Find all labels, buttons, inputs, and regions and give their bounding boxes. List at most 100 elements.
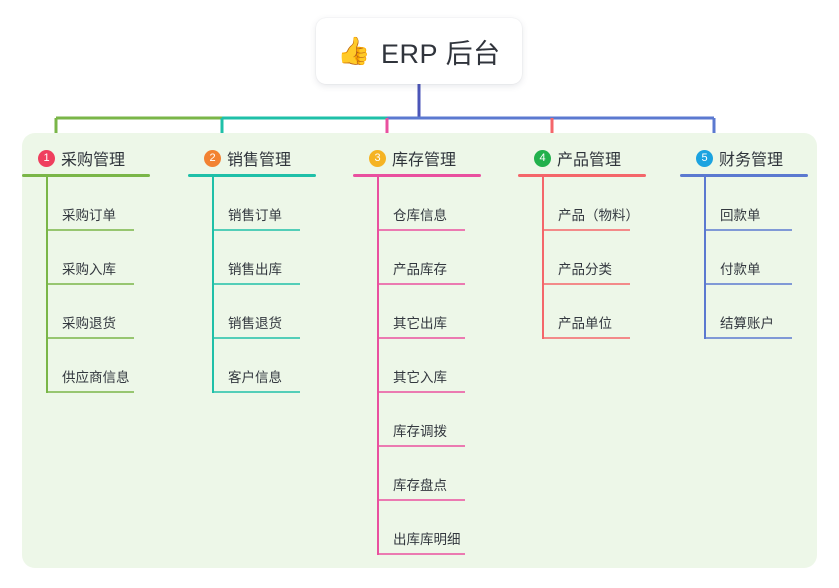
leaf-node[interactable]: 产品分类: [542, 231, 668, 285]
branch-children: 销售订单销售出库销售退货客户信息: [188, 177, 338, 393]
branch-column-4: 4 产品管理产品（物料） 产品分类产品单位: [518, 146, 668, 339]
leaf-underline: [212, 229, 300, 231]
branch-underline: [22, 174, 150, 177]
branch-spine: [46, 177, 48, 393]
leaf-node[interactable]: 仓库信息: [377, 177, 503, 231]
leaf-node[interactable]: 产品库存: [377, 231, 503, 285]
leaf-underline: [212, 391, 300, 393]
leaf-node[interactable]: 客户信息: [212, 339, 338, 393]
leaf-node[interactable]: 产品（物料）: [542, 177, 668, 231]
leaf-underline: [212, 337, 300, 339]
branch-column-1: 1 采购管理采购订单采购入库采购退货供应商信息: [22, 146, 172, 393]
leaf-underline: [377, 229, 465, 231]
branch-children: 采购订单采购入库采购退货供应商信息: [22, 177, 172, 393]
branch-number-badge: 4: [534, 149, 551, 167]
branch-children: 回款单付款单结算账户: [680, 177, 830, 339]
leaf-node[interactable]: 销售退货: [212, 285, 338, 339]
branch-underline: [680, 174, 808, 177]
branch-underline: [518, 174, 646, 177]
leaf-node[interactable]: 销售出库: [212, 231, 338, 285]
leaf-label: 库存调拨: [393, 424, 447, 439]
branch-header-4[interactable]: 4 产品管理: [518, 146, 668, 170]
branch-number-badge: 5: [696, 149, 713, 167]
leaf-node[interactable]: 付款单: [704, 231, 830, 285]
leaf-label: 结算账户: [720, 316, 774, 331]
leaf-node[interactable]: 其它入库: [377, 339, 503, 393]
branch-header-5[interactable]: 5 财务管理: [680, 146, 830, 170]
leaf-label: 采购入库: [62, 262, 116, 277]
leaf-label: 产品单位: [558, 316, 612, 331]
leaf-node[interactable]: 产品单位: [542, 285, 668, 339]
root-title: ERP 后台: [381, 38, 501, 69]
leaf-underline: [377, 499, 465, 501]
leaf-label: 销售出库: [228, 262, 282, 277]
leaf-node[interactable]: 采购入库: [46, 231, 172, 285]
leaf-label: 销售订单: [228, 208, 282, 223]
leaf-node[interactable]: 采购退货: [46, 285, 172, 339]
branch-title: 产品管理: [557, 152, 622, 169]
root-node[interactable]: 👍 ERP 后台: [316, 18, 522, 84]
branch-header-1[interactable]: 1 采购管理: [22, 146, 172, 170]
leaf-label: 产品分类: [558, 262, 612, 277]
branch-column-3: 3 库存管理仓库信息产品库存其它出库其它入库库存调拨库存盘点出库库明细: [353, 146, 503, 555]
thumbs-up-icon: 👍: [337, 35, 372, 67]
branch-column-2: 2 销售管理销售订单销售出库销售退货客户信息: [188, 146, 338, 393]
leaf-node[interactable]: 供应商信息: [46, 339, 172, 393]
leaf-underline: [46, 229, 134, 231]
leaf-label: 采购退货: [62, 316, 116, 331]
leaf-node[interactable]: 回款单: [704, 177, 830, 231]
branch-spine: [704, 177, 706, 339]
branch-spine: [212, 177, 214, 393]
leaf-node[interactable]: 库存盘点: [377, 447, 503, 501]
branch-spine: [377, 177, 379, 555]
leaf-underline: [542, 337, 630, 339]
leaf-label: 其它入库: [393, 370, 447, 385]
leaf-label: 客户信息: [228, 370, 282, 385]
leaf-label: 出库库明细: [393, 532, 461, 547]
branch-title: 库存管理: [392, 152, 457, 169]
branch-children: 仓库信息产品库存其它出库其它入库库存调拨库存盘点出库库明细: [353, 177, 503, 555]
branch-underline: [188, 174, 316, 177]
branch-underline: [353, 174, 481, 177]
leaf-node[interactable]: 销售订单: [212, 177, 338, 231]
branch-spine: [542, 177, 544, 339]
leaf-label: 付款单: [720, 262, 761, 277]
leaf-underline: [704, 283, 792, 285]
branch-title: 销售管理: [227, 152, 292, 169]
leaf-underline: [704, 337, 792, 339]
leaf-label: 仓库信息: [393, 208, 447, 223]
leaf-node[interactable]: 库存调拨: [377, 393, 503, 447]
leaf-underline: [212, 283, 300, 285]
leaf-underline: [542, 229, 630, 231]
leaf-underline: [46, 283, 134, 285]
branches-panel: [22, 133, 817, 568]
leaf-label: 产品（物料）: [558, 208, 639, 223]
branch-title: 财务管理: [719, 152, 784, 169]
leaf-underline: [46, 337, 134, 339]
branch-header-2[interactable]: 2 销售管理: [188, 146, 338, 170]
leaf-underline: [377, 553, 465, 555]
branch-number-badge: 3: [369, 149, 386, 167]
branch-title: 采购管理: [61, 152, 126, 169]
leaf-node[interactable]: 结算账户: [704, 285, 830, 339]
leaf-node[interactable]: 出库库明细: [377, 501, 503, 555]
leaf-underline: [46, 391, 134, 393]
leaf-label: 产品库存: [393, 262, 447, 277]
branch-number-badge: 2: [204, 149, 221, 167]
leaf-label: 库存盘点: [393, 478, 447, 493]
leaf-label: 销售退货: [228, 316, 282, 331]
leaf-node[interactable]: 其它出库: [377, 285, 503, 339]
leaf-underline: [542, 283, 630, 285]
leaf-label: 其它出库: [393, 316, 447, 331]
leaf-underline: [704, 229, 792, 231]
branch-children: 产品（物料） 产品分类产品单位: [518, 177, 668, 339]
branch-number-badge: 1: [38, 149, 55, 167]
leaf-label: 供应商信息: [62, 370, 130, 385]
branch-header-3[interactable]: 3 库存管理: [353, 146, 503, 170]
leaf-label: 采购订单: [62, 208, 116, 223]
leaf-node[interactable]: 采购订单: [46, 177, 172, 231]
leaf-label: 回款单: [720, 208, 761, 223]
leaf-underline: [377, 445, 465, 447]
leaf-underline: [377, 283, 465, 285]
